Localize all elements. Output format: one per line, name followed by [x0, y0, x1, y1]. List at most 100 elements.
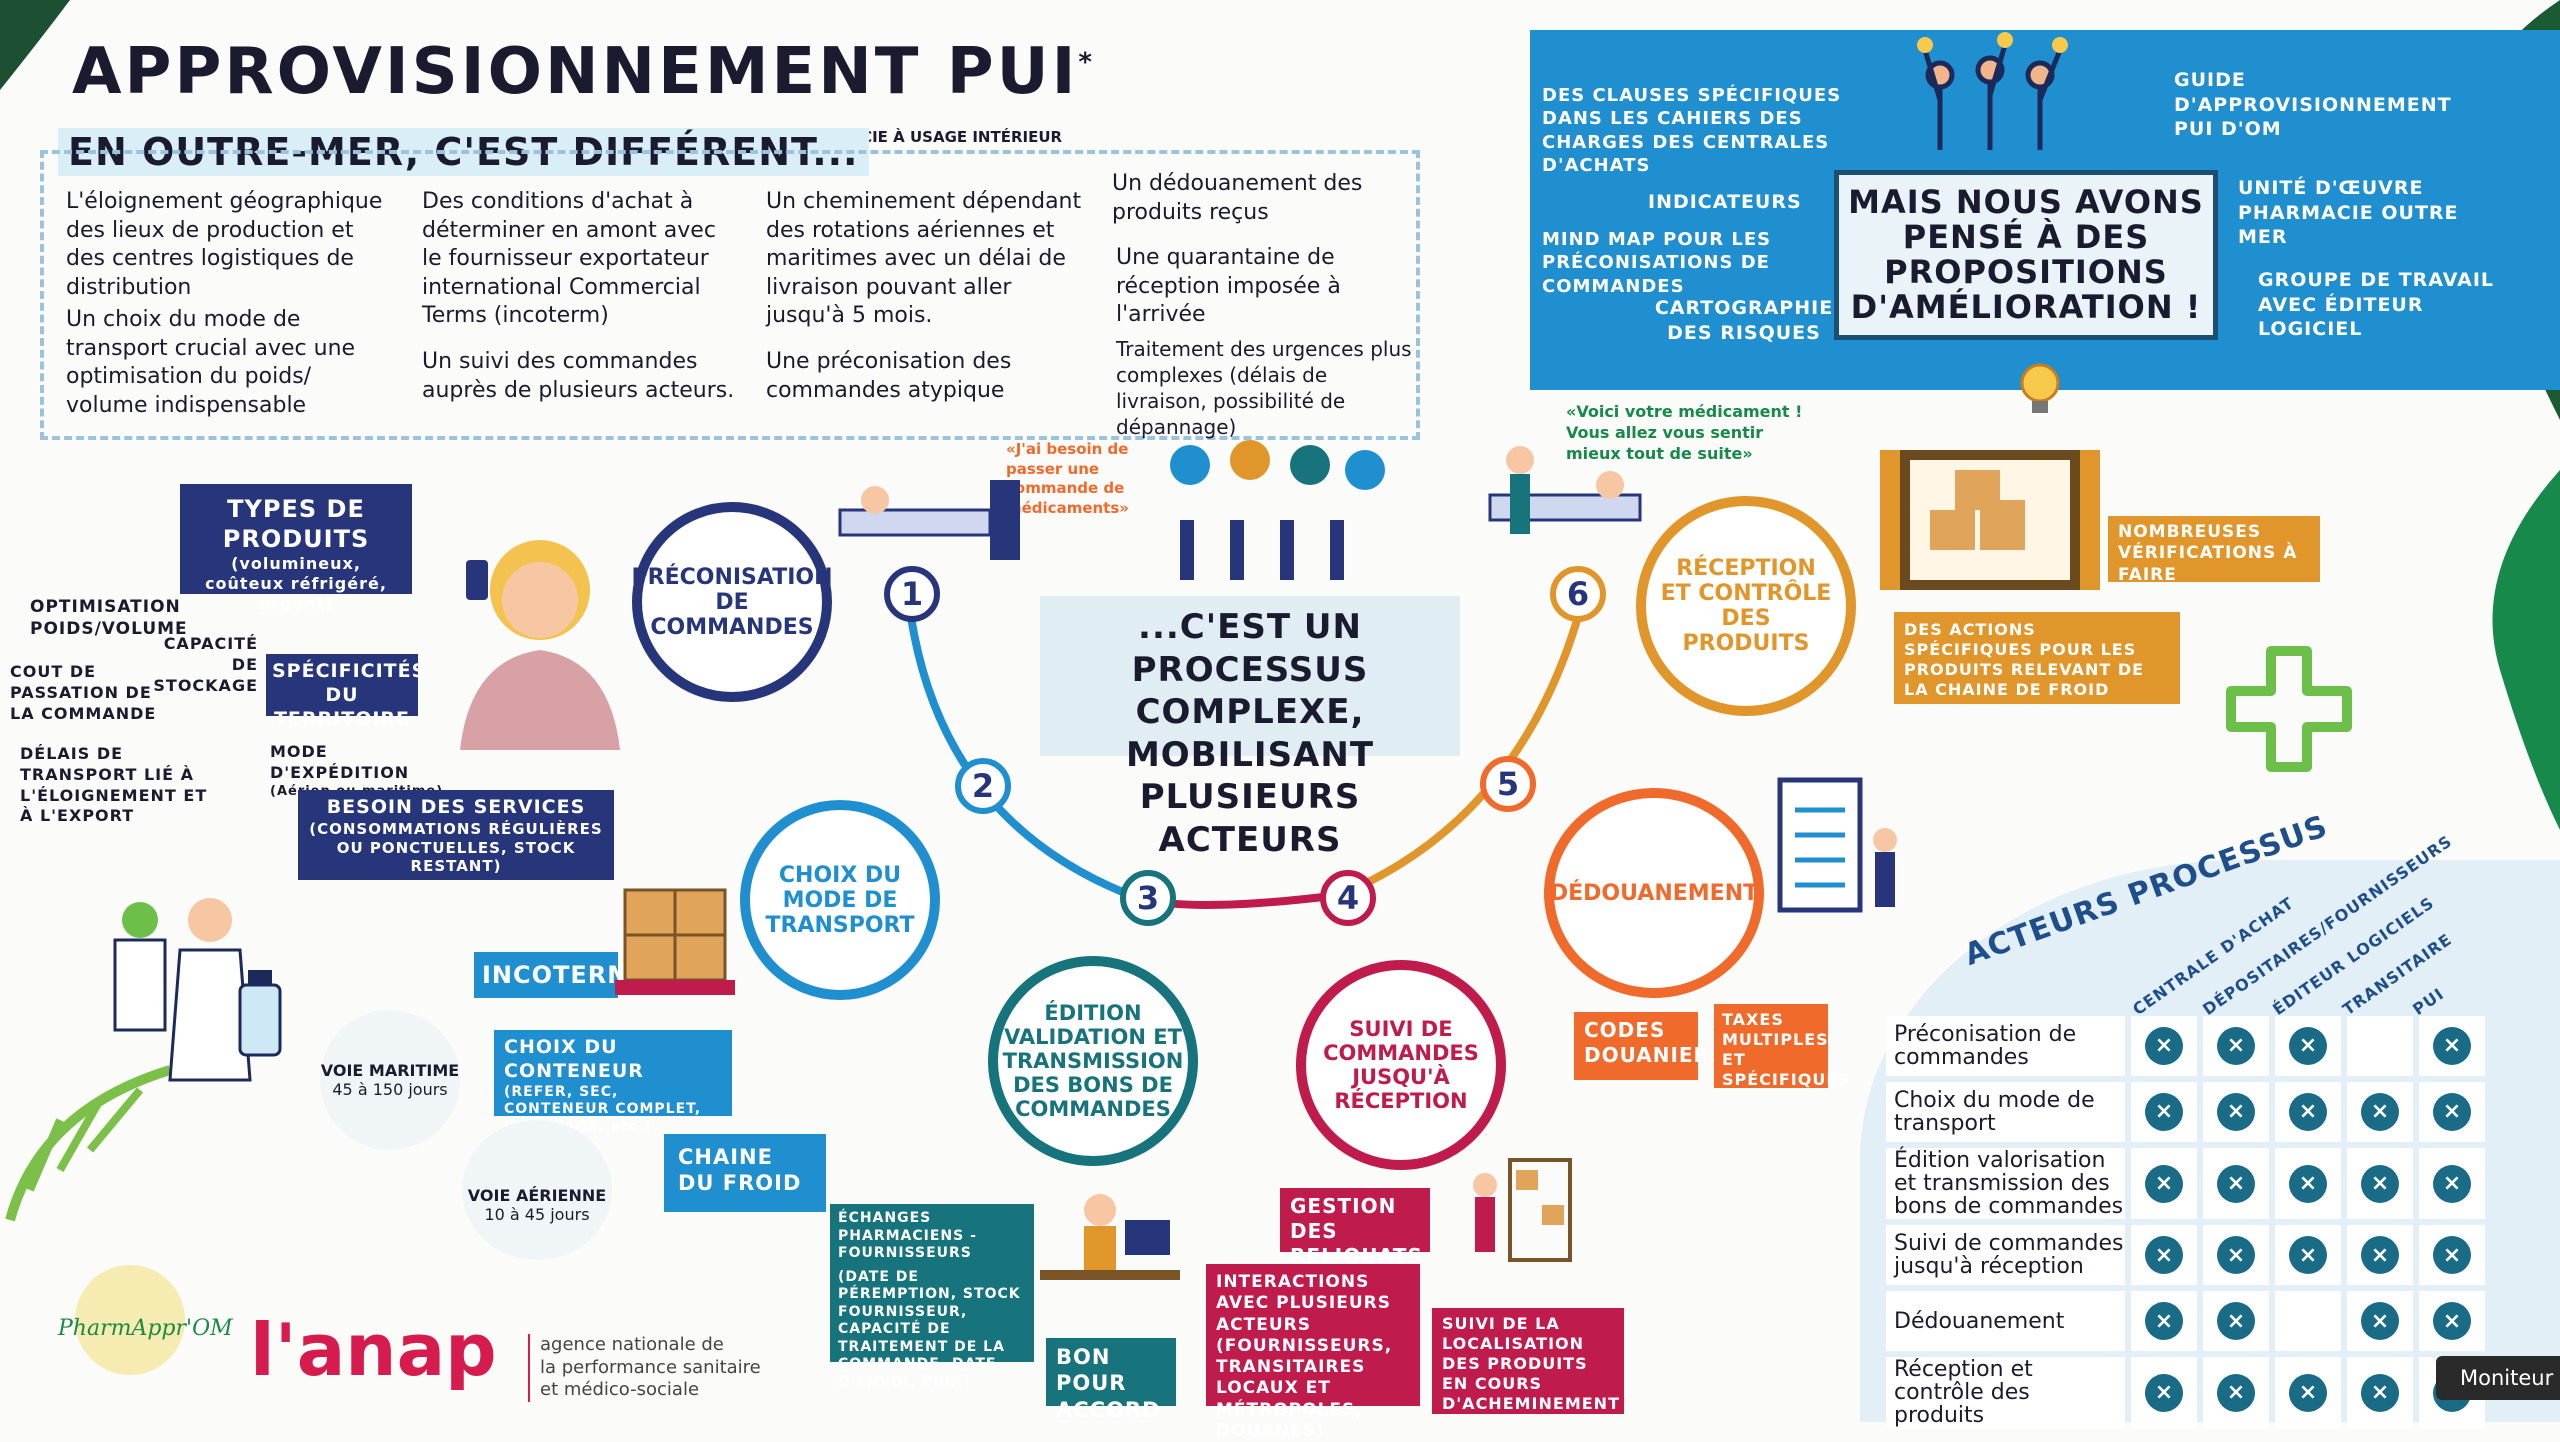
cross-mark-icon: × — [2361, 1164, 2399, 1203]
clipboard-checklist-icon — [1777, 777, 1897, 913]
cross-mark-icon: × — [2289, 1093, 2327, 1131]
proposals-center-box: MAIS NOUS AVONS PENSÉ À DES PROPOSITIONS… — [1834, 170, 2218, 340]
cross-mark-icon: × — [2289, 1373, 2327, 1412]
voie-aerienne-bubble: VOIE AÉRIENNE 10 à 45 jours — [462, 1120, 612, 1260]
actors-cell: × — [2275, 1148, 2341, 1220]
cross-mark-icon: × — [2289, 1027, 2327, 1065]
actors-row-label: Réception et contrôle des produits — [1886, 1357, 2125, 1429]
actors-cell: × — [2131, 1016, 2197, 1076]
cross-mark-icon: × — [2433, 1164, 2471, 1203]
actors-row: Suivi de commandes jusqu'à réception××××… — [1886, 1225, 2485, 1286]
leaf-decoration-top-left — [0, 0, 70, 90]
verifications-box: NOMBREUSES VÉRIFICATIONS À FAIRE — [2108, 516, 2320, 585]
chaine-froid-box: CHAINE DU FROID — [664, 1134, 826, 1212]
cross-mark-icon: × — [2145, 1373, 2183, 1412]
pharmapprom-logo — [75, 1265, 185, 1375]
process-title-box: ...C'EST UN PROCESSUS COMPLEXE, MOBILISA… — [1040, 596, 1460, 860]
step-4-bubble: SUIVI DE COMMANDES JUSQU'À RÉCEPTION — [1296, 960, 1506, 1170]
diff-dedouanement: Un dédouanement des produits reçus — [1112, 171, 1363, 225]
step-6-number: 6 — [1550, 566, 1606, 622]
team-chat-icon — [1170, 440, 1385, 580]
cross-mark-icon: × — [2433, 1302, 2471, 1341]
step-5-number: 5 — [1480, 756, 1536, 812]
voie-maritime-bubble: VOIE MARITIME 45 à 150 jours — [320, 1010, 460, 1150]
actors-cell: × — [2419, 1148, 2485, 1220]
actors-row: Préconisation de commandes×××× — [1886, 1016, 2485, 1076]
actors-cell: × — [2131, 1148, 2197, 1220]
cout-passation: COUT DE PASSATION DE LA COMMANDE — [10, 662, 157, 723]
actors-cell: × — [2347, 1357, 2413, 1429]
step-1-bubble: PRÉCONISATION DE COMMANDES — [632, 502, 833, 702]
diff-cheminement: Un cheminement dépendant des rotations a… — [766, 189, 1082, 329]
proposals-center-text: MAIS NOUS AVONS PENSÉ À DES PROPOSITIONS… — [1848, 182, 2204, 327]
medicine-bottle-icon — [238, 970, 282, 1057]
pharmapprom-logo-text: PharmAppr'OM — [58, 1316, 233, 1341]
cross-mark-icon: × — [2217, 1164, 2255, 1203]
cross-mark-icon: × — [2433, 1027, 2471, 1065]
proposal-groupe: GROUPE DE TRAVAIL AVEC ÉDITEUR LOGICIEL — [2258, 269, 2494, 341]
types-produits-box: TYPES DE PRODUITS (volumineux, coûteux r… — [180, 484, 412, 613]
actors-cell: × — [2203, 1225, 2269, 1286]
actors-cell: × — [2131, 1357, 2197, 1429]
step-3-number: 3 — [1120, 870, 1176, 926]
step-5-bubble: DÉDOUANEMENT — [1544, 788, 1764, 998]
actors-cell: × — [2131, 1225, 2197, 1286]
actors-cell: × — [2131, 1082, 2197, 1142]
proposal-clauses: DES CLAUSES SPÉCIFIQUES DANS LES CAHIERS… — [1542, 85, 1842, 177]
actors-cell: × — [2347, 1082, 2413, 1142]
lightbulb-icon — [2020, 363, 2060, 413]
diff-conditions-achat: Des conditions d'achat à déterminer en a… — [422, 189, 716, 329]
cargo-pallet-icon — [615, 888, 735, 995]
container-boxes-icon — [1880, 450, 2100, 590]
cross-mark-icon: × — [2289, 1164, 2327, 1203]
actors-row: Édition valorisation et transmission des… — [1886, 1148, 2485, 1220]
cross-mark-icon: × — [2361, 1373, 2399, 1412]
proposal-indicateurs: INDICATEURS — [1648, 191, 1802, 213]
actors-row-label: Édition valorisation et transmission des… — [1886, 1148, 2125, 1220]
actors-cell — [2347, 1016, 2413, 1076]
actors-cell: × — [2275, 1016, 2341, 1076]
actors-cell: × — [2419, 1016, 2485, 1076]
actors-row: Choix du mode de transport××××× — [1886, 1082, 2485, 1142]
green-cross-icon — [2226, 646, 2352, 772]
leaf-decoration-left — [5, 1065, 172, 1222]
actors-row-label: Choix du mode de transport — [1886, 1082, 2125, 1142]
diff-quarantaine: Une quarantaine de réception imposée à l… — [1116, 245, 1341, 328]
diff-urgences: Traitement des urgences plus complexes (… — [1116, 337, 1412, 439]
patient-delivery-icon — [1488, 446, 1642, 534]
cross-mark-icon: × — [2217, 1027, 2255, 1065]
speech-bubble-commande: «J'ai besoin de passer une commande de m… — [1006, 440, 1129, 517]
proposal-cartographie: CARTOGRAPHIE DES RISQUES — [1654, 297, 1834, 344]
interactions-box: INTERACTIONS AVEC PLUSIEURS ACTEURS (FOU… — [1206, 1264, 1420, 1441]
actors-row: Dédouanement×××× — [1886, 1291, 2485, 1352]
warehouse-shelf-icon — [1473, 1158, 1572, 1262]
patient-bed-icon — [838, 480, 1020, 560]
step-3-bubble: ÉDITION VALIDATION ET TRANSMISSION DES B… — [988, 956, 1198, 1166]
actors-row-label: Suivi de commandes jusqu'à réception — [1886, 1225, 2125, 1286]
cross-mark-icon: × — [2361, 1302, 2399, 1341]
codes-douaniers-box: CODES DOUANIERS — [1574, 1012, 1724, 1080]
actors-cell: × — [2419, 1225, 2485, 1286]
taxes-box: TAXES MULTIPLES ET SPÉCIFIQUES — [1714, 1004, 1850, 1089]
specificites-box: SPÉCIFICITÉS DU TERRITOIRE — [266, 654, 425, 730]
diff-eloignement: L'éloignement géographique des lieux de … — [66, 189, 383, 300]
actors-cell: × — [2203, 1357, 2269, 1429]
differences-panel — [40, 150, 1420, 440]
monitor-tooltip[interactable]: Moniteur — [2436, 1356, 2560, 1400]
cross-mark-icon: × — [2217, 1373, 2255, 1412]
actors-cell: × — [2203, 1291, 2269, 1352]
diff-suivi: Un suivi des commandes auprès de plusieu… — [422, 349, 735, 403]
cross-mark-icon: × — [2145, 1027, 2183, 1065]
actors-cell — [2275, 1291, 2341, 1352]
localisation-box: SUIVI DE LA LOCALISATION DES PRODUITS EN… — [1432, 1308, 1624, 1414]
actors-cell: × — [2347, 1291, 2413, 1352]
leaf-decoration-right — [2492, 470, 2560, 830]
office-desk-icon — [1040, 1194, 1180, 1280]
cross-mark-icon: × — [2145, 1236, 2183, 1275]
cross-mark-icon: × — [2145, 1302, 2183, 1341]
delais-transport: DÉLAIS DE TRANSPORT LIÉ À L'ÉLOIGNEMENT … — [20, 744, 208, 826]
cross-mark-icon: × — [2217, 1093, 2255, 1131]
optim-poids-volume: OPTIMISATION POIDS/VOLUME — [30, 597, 188, 640]
actors-cell: × — [2203, 1082, 2269, 1142]
step-6-bubble: RÉCEPTION ET CONTRÔLE DES PRODUITS — [1636, 496, 1856, 716]
